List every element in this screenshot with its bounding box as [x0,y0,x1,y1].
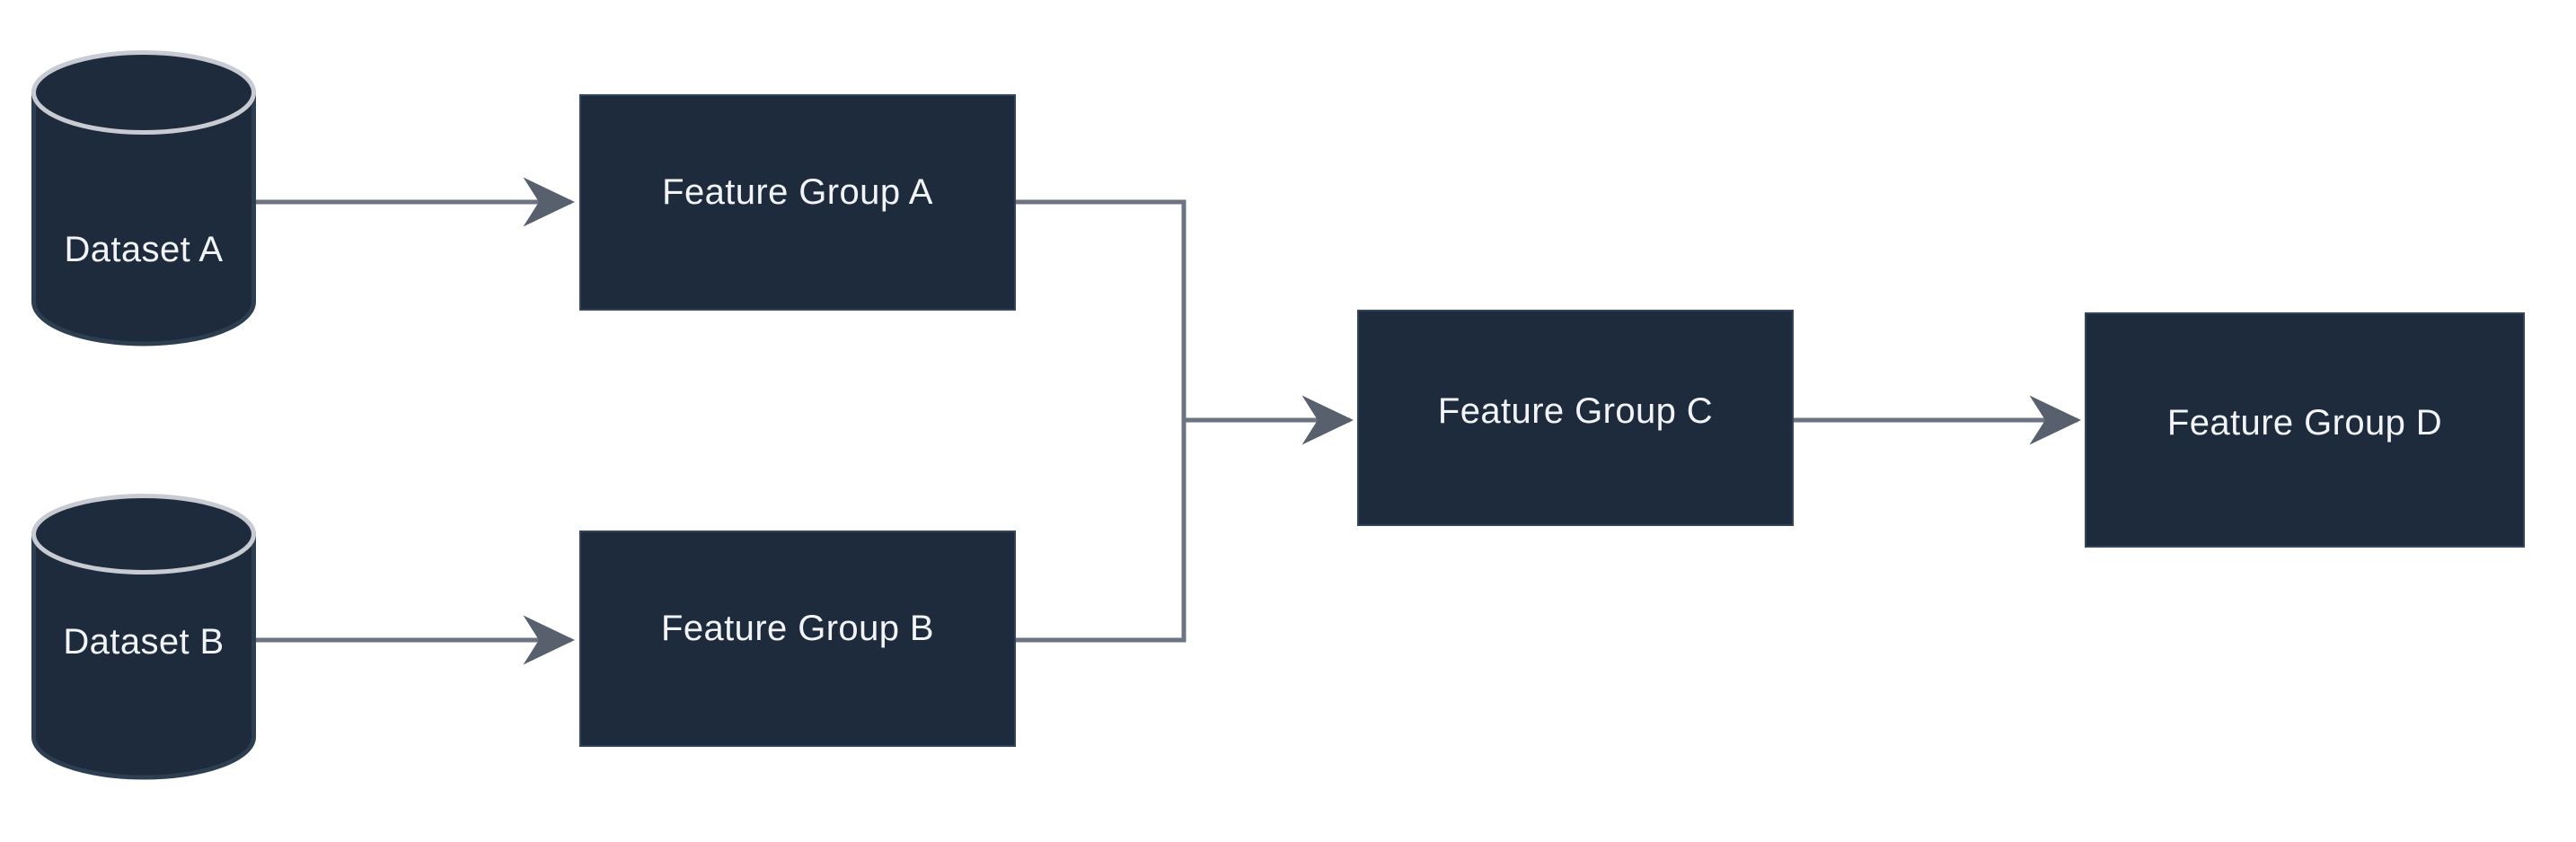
node-feature-group-b-label: Feature Group B [661,608,934,648]
node-feature-group-d-label: Feature Group D [2166,403,2443,443]
node-feature-group-a[interactable]: Feature Group A [579,94,1016,311]
node-dataset-a-label: Dataset A [64,230,224,269]
database-cylinder-icon [31,494,256,780]
edge-feature-group-a-to-merge [1016,199,1187,420]
node-feature-group-a-label: Feature Group A [662,171,933,212]
node-feature-group-c-label: Feature Group C [1437,390,1714,431]
edge-feature-group-b-to-merge [1016,420,1187,643]
node-feature-group-d[interactable]: Feature Group D [2085,312,2525,548]
node-dataset-b[interactable]: Dataset B [31,494,256,780]
database-cylinder-icon [31,50,256,346]
node-feature-group-b[interactable]: Feature Group B [579,531,1016,747]
node-dataset-a[interactable]: Dataset A [31,50,256,346]
node-feature-group-c[interactable]: Feature Group C [1357,310,1794,526]
node-dataset-b-label: Dataset B [63,622,225,662]
